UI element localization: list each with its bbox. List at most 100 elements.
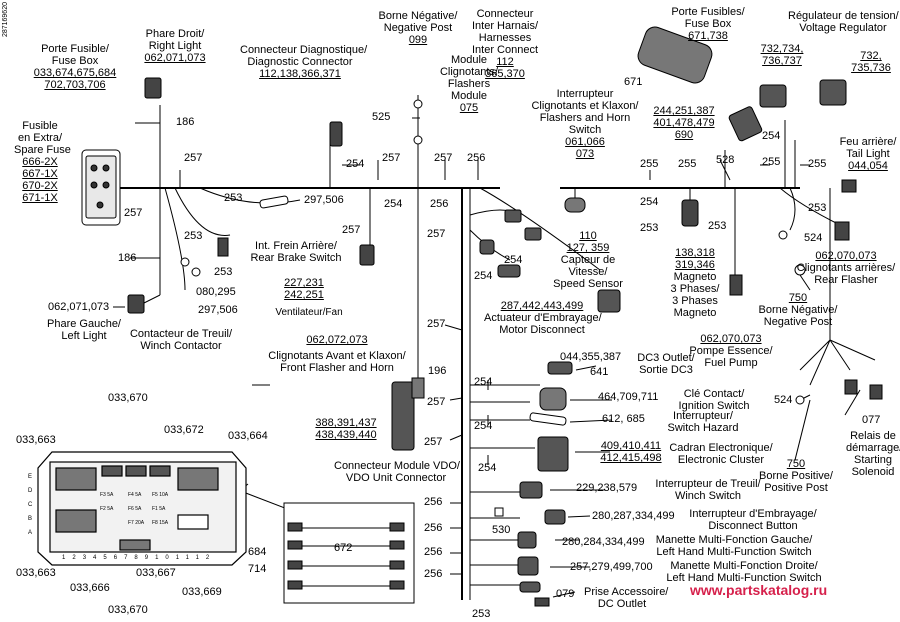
cle-contact-refs: 464,709,711 xyxy=(598,391,659,403)
harness-256-a: 256 xyxy=(467,152,486,164)
dc3-refs: 044,355,387 xyxy=(560,351,622,363)
svg-text:F2 5A: F2 5A xyxy=(100,506,114,512)
harness-253-c: 253 xyxy=(214,266,233,278)
ref-525: 525 xyxy=(372,111,391,123)
fb-ref-033-663-bottom: 033,663 xyxy=(16,567,56,579)
borne-positive: 750 Borne Positive/ Positive Post xyxy=(759,458,833,494)
disconnect-button: Interrupteur d'Embrayage/ Disconnect But… xyxy=(689,508,817,532)
harness-254-a: 254 xyxy=(346,158,365,170)
harness-254-d: 254 xyxy=(504,254,523,266)
phare-gauche: Phare Gauche/ Left Light xyxy=(47,318,121,342)
interrupteur-treuil: Interrupteur de Treuil/ Winch Switch xyxy=(655,478,761,502)
harness-256-c: 256 xyxy=(424,496,443,508)
fb-ref-033-669: 033,669 xyxy=(182,586,222,598)
harness-257-i: 257 xyxy=(424,436,443,448)
ref-077: 077 xyxy=(862,414,881,426)
manette-droite-refs: 257,279,499,700 xyxy=(570,561,653,573)
module-vdo-refs: 388,391,437 438,439,440 xyxy=(315,417,377,441)
harness-257-f: 257 xyxy=(427,228,446,240)
harness-254-g: 254 xyxy=(478,462,497,474)
harness-257-b: 257 xyxy=(124,207,143,219)
fb-ref-033-670-top: 033,670 xyxy=(108,392,148,404)
borne-negative-right: 750 Borne Négative/ Negative Post xyxy=(758,292,838,328)
ventilateur-label: Ventilateur/Fan xyxy=(275,307,343,318)
cadran-electronique: Cadran Electronique/ Electronic Cluster xyxy=(669,442,773,466)
harness-255-b: 255 xyxy=(678,158,697,170)
fb-ref-033-672: 033,672 xyxy=(164,424,204,436)
prise-accessoire: Prise Accessoire/ DC Outlet xyxy=(584,586,669,610)
fb-ref-033-670-bottom: 033,670 xyxy=(108,604,148,616)
fb-ref-033-663-top: 033,663 xyxy=(16,434,56,446)
switch-hazard-refs: 612, 685 xyxy=(602,413,645,425)
svg-text:F3 5A: F3 5A xyxy=(100,492,114,498)
harness-256-f: 256 xyxy=(424,568,443,580)
regulateur-refs: 732, 735,736 xyxy=(851,50,891,74)
ref-297-506b: 297,506 xyxy=(198,304,238,316)
porte-fusibles-right: Porte Fusibles/ Fuse Box 671,738 xyxy=(671,6,745,42)
harness-257-a: 257 xyxy=(184,152,203,164)
harness-253-g: 253 xyxy=(808,202,827,214)
harness-254-f: 254 xyxy=(474,420,493,432)
harness-257-c: 257 xyxy=(382,152,401,164)
fb-ref-714: 714 xyxy=(248,563,267,575)
ref-244-group: 244,251,387 401,478,479 690 xyxy=(653,105,715,141)
fb-ref-684: 684 xyxy=(248,546,267,558)
phare-droit: Phare Droit/ Right Light 062,071,073 xyxy=(144,28,206,64)
harness-528: 528 xyxy=(716,154,735,166)
ref-530: 530 xyxy=(492,524,511,536)
connecteur-diagnostique: Connecteur Diagnostique/ Diagnostic Conn… xyxy=(240,44,368,80)
harness-257-g: 257 xyxy=(427,318,446,330)
svg-text:F1 5A: F1 5A xyxy=(152,506,166,512)
ref-080-295: 080,295 xyxy=(196,286,236,298)
fb-row-d: D xyxy=(28,488,33,494)
module-vdo: Connecteur Module VDO/ VDO Unit Connecto… xyxy=(334,460,460,484)
cadran-refs: 409,410,411 412,415,498 xyxy=(600,440,662,464)
harness-257-d: 257 xyxy=(434,152,453,164)
fb-row-b: B xyxy=(28,516,33,522)
figure-id: 287169620 xyxy=(2,2,9,38)
harness-254-i: 254 xyxy=(762,130,781,142)
svg-text:F4 5A: F4 5A xyxy=(128,492,142,498)
harness-254-h: 254 xyxy=(640,196,659,208)
manette-gauche: Manette Multi-Fonction Gauche/ Left Hand… xyxy=(655,534,813,558)
fusible-extra: Fusible en Extra/ Spare Fuse 666-2X 667-… xyxy=(14,120,71,204)
harness-254-c: 254 xyxy=(474,270,493,282)
regulateur-tension: Régulateur de tension/ Voltage Regulator xyxy=(788,10,899,34)
disconnect-button-refs: 280,287,334,499 xyxy=(592,510,675,522)
manette-droite: Manette Multi-Fonction Droite/ Left Hand… xyxy=(666,560,822,584)
harness-256-e: 256 xyxy=(424,546,443,558)
module-clignotants: Module Clignotants/ Flashers Module 075 xyxy=(439,54,499,114)
borne-negative-top: Borne Négative/ Negative Post 099 xyxy=(378,10,458,46)
harness-256-b: 256 xyxy=(430,198,449,210)
fb-row-c: C xyxy=(28,502,33,508)
feu-arriere: Feu arrière/ Tail Light 044,054 xyxy=(839,136,897,172)
fb-row-a: A xyxy=(28,530,33,536)
fb-ref-033-664: 033,664 xyxy=(228,430,268,442)
svg-text:F6 5A: F6 5A xyxy=(128,506,142,512)
harness-254-e: 254 xyxy=(474,376,493,388)
porte-fusible-left: Porte Fusible/ Fuse Box 033,674,675,684 … xyxy=(33,43,117,91)
harness-254-b: 254 xyxy=(384,198,403,210)
dc3-outlet: DC3 Outlet/ Sortie DC3 xyxy=(637,352,695,376)
regulateur-alt-refs: 732,734, 736,737 xyxy=(760,43,804,67)
fb-row-e: E xyxy=(28,474,33,480)
prise-accessoire-ref: 079 xyxy=(556,588,575,600)
ref-196: 196 xyxy=(428,365,447,377)
harness-253-b: 253 xyxy=(184,230,203,242)
harness-257-h: 257 xyxy=(427,396,446,408)
magneto: 138,318 319,346 Magneto 3 Phases/ 3 Phas… xyxy=(670,247,720,319)
cle-contact: Clé Contact/ Ignition Switch xyxy=(678,388,750,412)
connecteur-inter-harnais: Connecteur Inter Harnais/ Harnesses Inte… xyxy=(471,8,539,80)
harness-253-e: 253 xyxy=(640,222,659,234)
contacteur-treuil: Contacteur de Treuil/ Winch Contactor xyxy=(129,328,233,352)
interrupteur-clignotants-klaxon: Interrupteur Clignotants et Klaxon/ Flas… xyxy=(531,88,639,160)
svg-text:F7 20A: F7 20A xyxy=(128,520,145,526)
int-frein-arriere: Int. Frein Arrière/ Rear Brake Switch xyxy=(250,240,342,264)
switch-hazard: Interrupteur/ Switch Hazard xyxy=(667,410,739,434)
harness-255-d: 255 xyxy=(808,158,827,170)
phare-gauche-refs: 062,071,073 xyxy=(48,301,110,313)
actuateur-embrayage: 287,442,443,499 Actuateur d'Embrayage/ M… xyxy=(484,300,602,336)
fb-ref-672: 672 xyxy=(334,542,353,554)
